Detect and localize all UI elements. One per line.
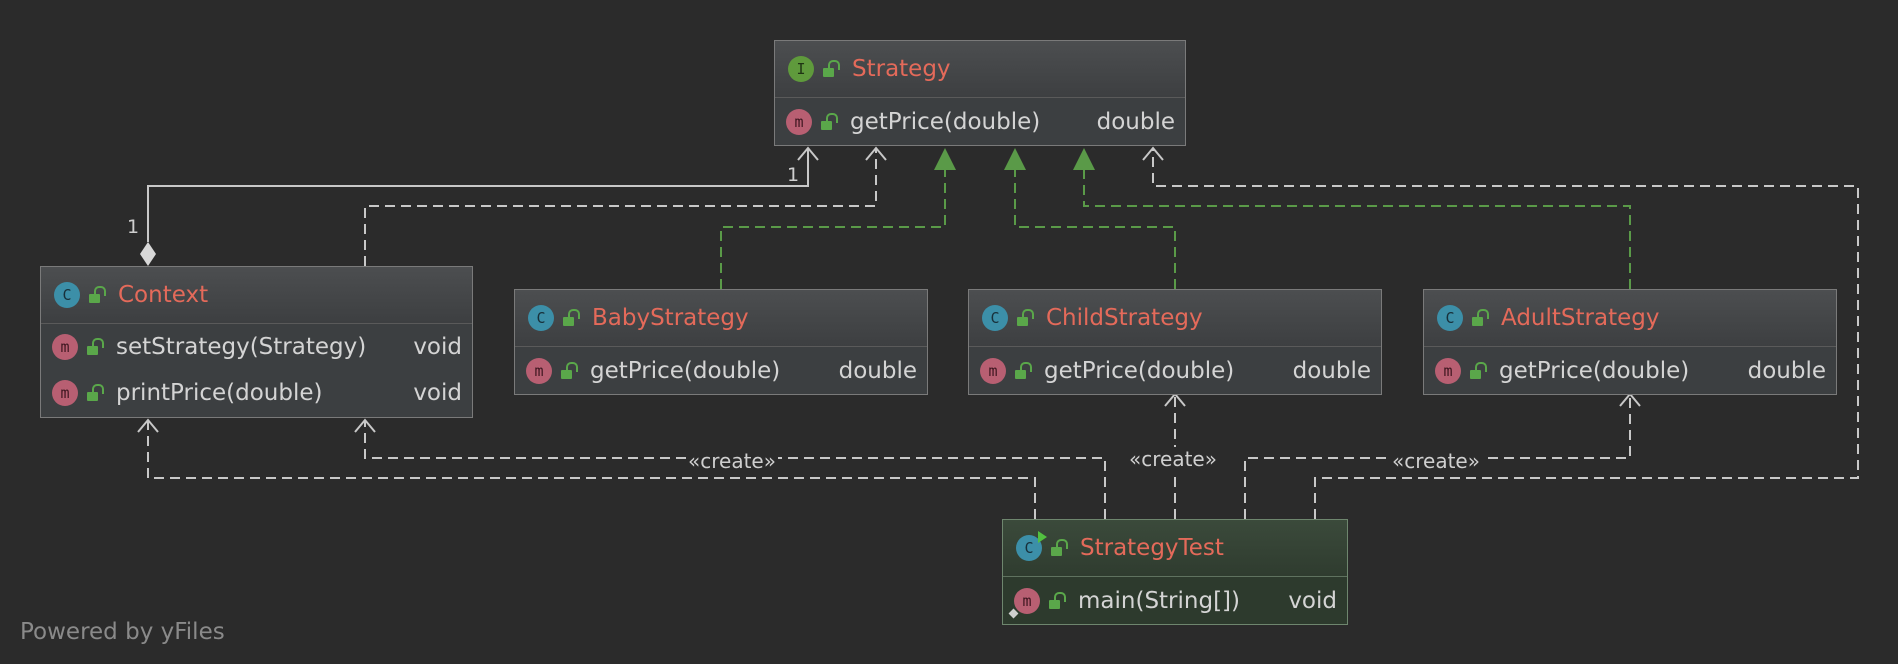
method-row[interactable]: m getPrice(double) double — [969, 347, 1381, 395]
public-lock-icon — [560, 308, 580, 328]
realization-baby — [720, 170, 946, 289]
realization-triangle — [934, 148, 956, 170]
static-marker-icon — [1008, 608, 1019, 619]
public-lock-icon — [84, 337, 104, 357]
class-icon: C — [982, 305, 1008, 331]
aggregation-edge — [147, 148, 809, 242]
interface-icon: I — [788, 56, 814, 82]
static-method-icon: m — [1008, 588, 1040, 619]
method-row[interactable]: m getPrice(double) double — [1424, 347, 1836, 395]
aggregation-arrowhead — [797, 146, 819, 161]
strategy-test-class-node[interactable]: C StrategyTest m main(String[]) void — [1002, 519, 1348, 625]
class-name: Strategy — [852, 56, 951, 82]
class-name: ChildStrategy — [1046, 305, 1203, 331]
powered-by-footer: Powered by yFiles — [20, 619, 225, 645]
create-label: «create» — [1127, 447, 1219, 471]
create-label: «create» — [1390, 449, 1482, 473]
method-return-type: void — [413, 380, 462, 406]
method-signature: setStrategy(Strategy) — [116, 334, 367, 360]
class-icon: C — [528, 305, 554, 331]
method-icon: m — [980, 358, 1006, 384]
create-label: «create» — [686, 449, 778, 473]
public-lock-icon — [558, 361, 578, 381]
method-return-type: double — [838, 358, 917, 384]
method-signature: getPrice(double) — [850, 109, 1041, 135]
method-icon: m — [1435, 358, 1461, 384]
method-return-type: double — [1747, 358, 1826, 384]
dependency-test-context-2 — [364, 420, 1106, 519]
dependency-arrowhead — [1142, 146, 1164, 161]
baby-strategy-class-node[interactable]: C BabyStrategy m getPrice(double) double — [514, 289, 928, 395]
runnable-class-icon: C — [1016, 531, 1047, 561]
method-return-type: void — [1288, 588, 1337, 614]
public-lock-icon — [1012, 361, 1032, 381]
class-name: AdultStrategy — [1501, 305, 1660, 331]
method-signature: main(String[]) — [1078, 588, 1240, 614]
dependency-test-context-1 — [147, 420, 1036, 519]
method-signature: getPrice(double) — [1499, 358, 1690, 384]
class-name: BabyStrategy — [592, 305, 749, 331]
realization-adult — [1083, 170, 1631, 289]
public-lock-icon — [1048, 538, 1068, 558]
context-class-node[interactable]: C Context m setStrategy(Strategy) void m… — [40, 266, 473, 418]
public-lock-icon — [820, 59, 840, 79]
method-return-type: void — [413, 334, 462, 360]
method-icon-letter: m — [1022, 592, 1032, 610]
public-lock-icon — [86, 285, 106, 305]
multiplicity-label: 1 — [787, 164, 800, 186]
realization-triangle — [1004, 148, 1026, 170]
class-icon: C — [54, 282, 80, 308]
method-return-type: double — [1292, 358, 1371, 384]
class-name: Context — [118, 282, 209, 308]
method-return-type: double — [1096, 109, 1175, 135]
method-icon: m — [52, 380, 78, 406]
public-lock-icon — [1014, 308, 1034, 328]
aggregation-diamond — [140, 242, 156, 266]
method-icon: m — [786, 109, 812, 135]
class-icon-letter: C — [1024, 539, 1034, 557]
method-signature: printPrice(double) — [116, 380, 323, 406]
run-icon — [1038, 531, 1047, 543]
realization-triangle — [1073, 148, 1095, 170]
multiplicity-label: 1 — [127, 216, 140, 238]
strategy-interface-node[interactable]: I Strategy m getPrice(double) double — [774, 40, 1186, 146]
adult-strategy-class-node[interactable]: C AdultStrategy m getPrice(double) doubl… — [1423, 289, 1837, 395]
public-lock-icon — [1046, 591, 1066, 611]
method-signature: getPrice(double) — [1044, 358, 1235, 384]
method-icon: m — [526, 358, 552, 384]
method-row[interactable]: m getPrice(double) double — [775, 98, 1185, 146]
public-lock-icon — [818, 112, 838, 132]
class-name: StrategyTest — [1080, 535, 1224, 561]
method-row[interactable]: m printPrice(double) void — [41, 370, 472, 416]
realization-child — [1014, 170, 1176, 289]
dependency-arrowhead — [865, 146, 887, 161]
public-lock-icon — [1469, 308, 1489, 328]
public-lock-icon — [1467, 361, 1487, 381]
method-signature: getPrice(double) — [590, 358, 781, 384]
dependency-arrowhead — [137, 418, 159, 433]
dependency-test-strategy — [1152, 148, 1859, 519]
dependency-context-strategy — [364, 148, 877, 266]
method-icon: m — [52, 334, 78, 360]
method-row[interactable]: m getPrice(double) double — [515, 347, 927, 395]
class-icon: C — [1437, 305, 1463, 331]
method-row[interactable]: m setStrategy(Strategy) void — [41, 324, 472, 370]
public-lock-icon — [84, 383, 104, 403]
method-row[interactable]: m main(String[]) void — [1003, 577, 1347, 625]
dependency-arrowhead — [354, 418, 376, 433]
child-strategy-class-node[interactable]: C ChildStrategy m getPrice(double) doubl… — [968, 289, 1382, 395]
